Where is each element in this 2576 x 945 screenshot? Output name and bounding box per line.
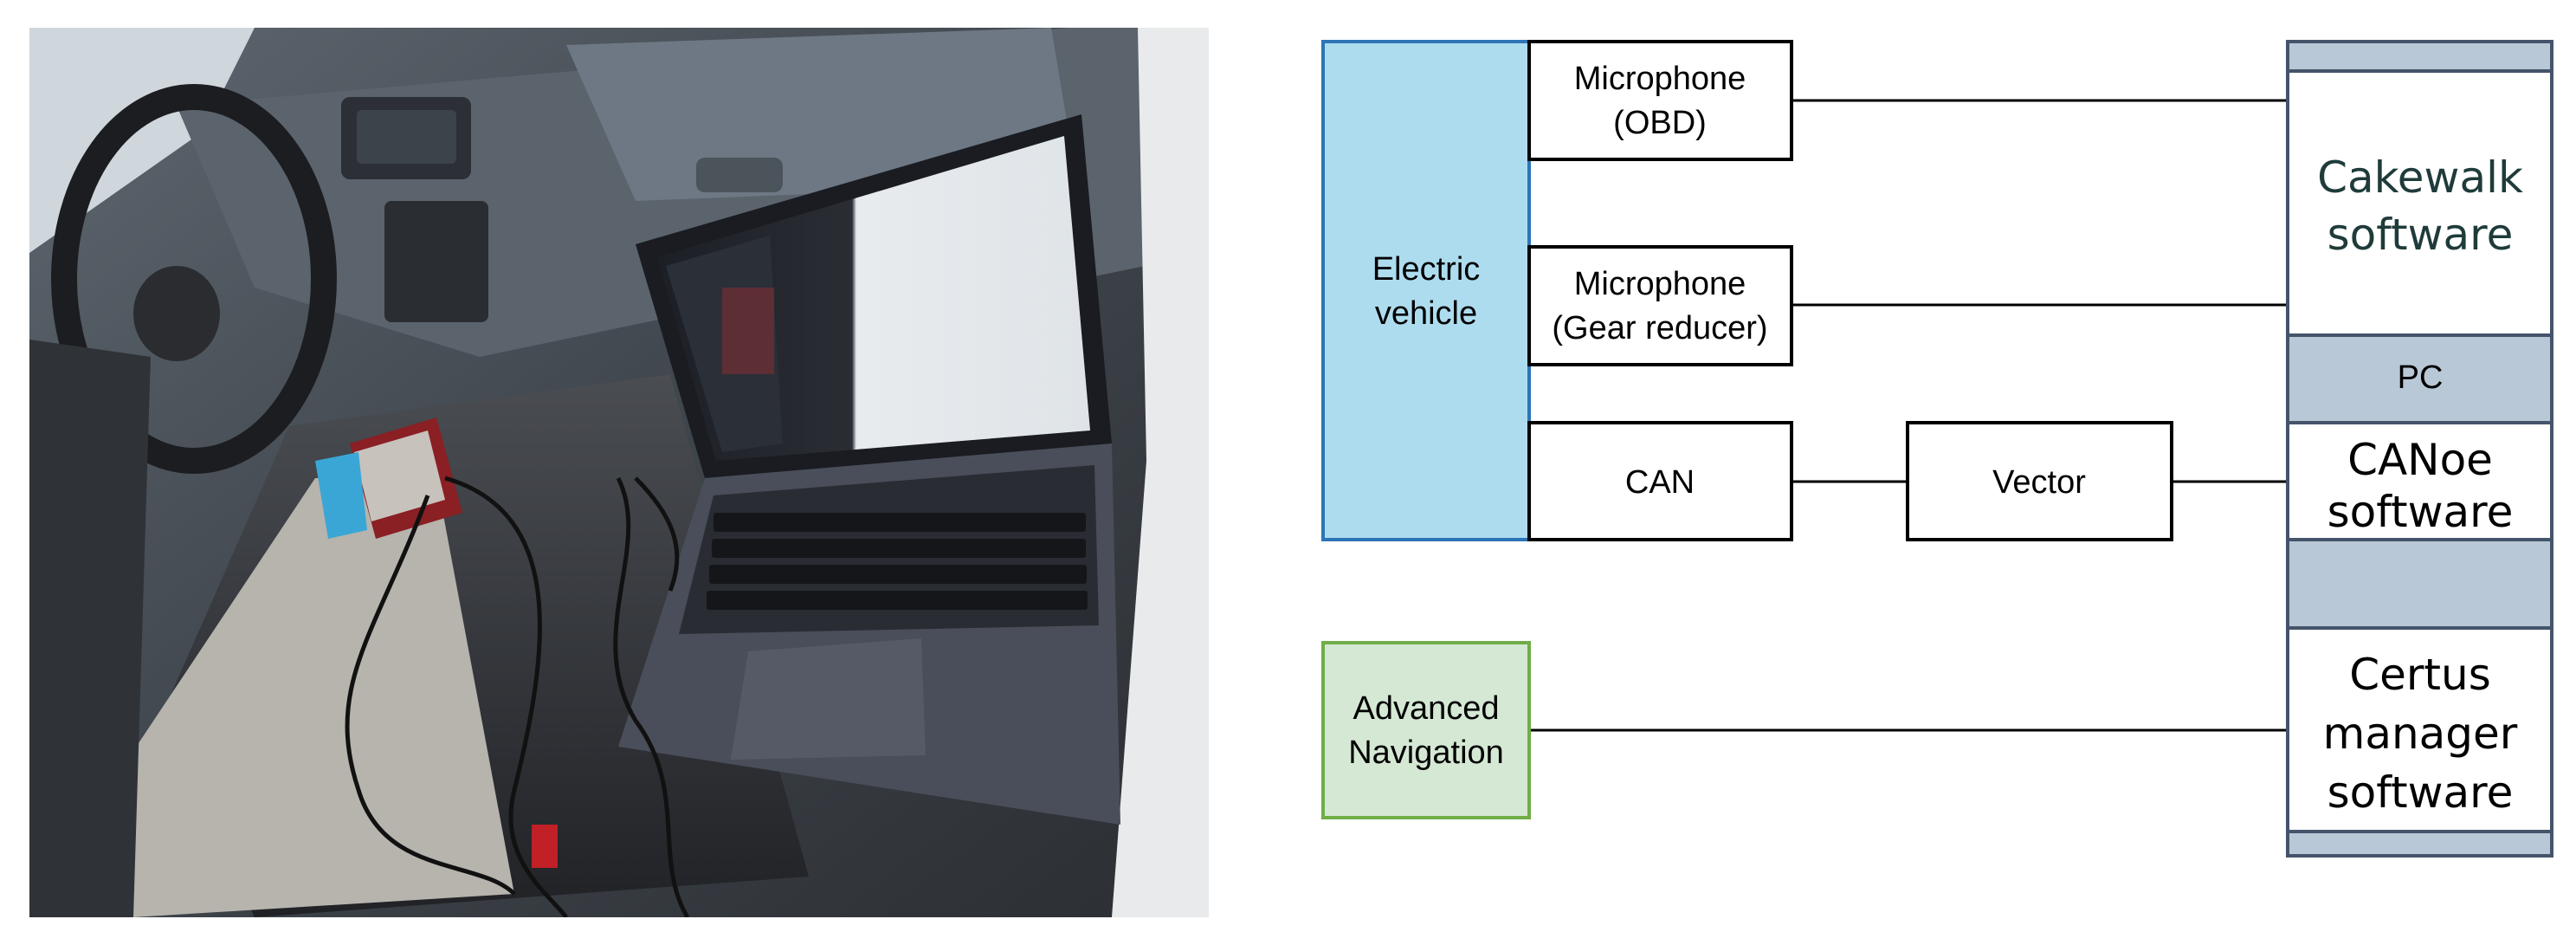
- mic-gear-line2: (Gear reducer): [1552, 310, 1767, 346]
- mic-obd-line2: (OBD): [1613, 105, 1707, 141]
- pc-label: PC: [2398, 359, 2444, 396]
- canoe-line2: software: [2327, 487, 2514, 537]
- can-label: CAN: [1625, 464, 1695, 501]
- canoe-line1: CANoe: [2347, 435, 2493, 485]
- certus-line3: software: [2327, 767, 2514, 818]
- canoe-panel: [2286, 421, 2553, 541]
- ev-label-line1: Electric: [1372, 251, 1481, 288]
- vector-block: Vector: [1906, 421, 2173, 541]
- cakewalk-line1: Cakewalk: [2317, 152, 2523, 203]
- test-setup-photo: [29, 28, 1209, 917]
- mic-obd-line1: Microphone: [1574, 61, 1746, 97]
- nav-label-line2: Navigation: [1348, 735, 1504, 771]
- can-block: CAN: [1527, 421, 1793, 541]
- advanced-navigation-block: Advanced Navigation: [1321, 641, 1531, 819]
- connector-lines: [1528, 99, 2288, 732]
- cakewalk-panel: [2286, 69, 2553, 337]
- vector-label: Vector: [1992, 464, 2086, 501]
- mic-gear-line1: Microphone: [1574, 266, 1746, 302]
- certus-line1: Certus: [2349, 650, 2491, 700]
- cakewalk-line2: software: [2327, 210, 2514, 260]
- microphone-gear-reducer-block: Microphone (Gear reducer): [1527, 245, 1793, 366]
- certus-panel: [2286, 626, 2553, 833]
- microphone-obd-block: Microphone (OBD): [1527, 40, 1793, 161]
- electric-vehicle-block: Electric vehicle: [1321, 40, 1531, 541]
- certus-line2: manager: [2323, 709, 2518, 759]
- ev-label-line2: vehicle: [1375, 295, 1477, 332]
- pc-block: Cakewalk software PC CANoe software Cert…: [2286, 40, 2553, 858]
- nav-label-line1: Advanced: [1353, 690, 1499, 727]
